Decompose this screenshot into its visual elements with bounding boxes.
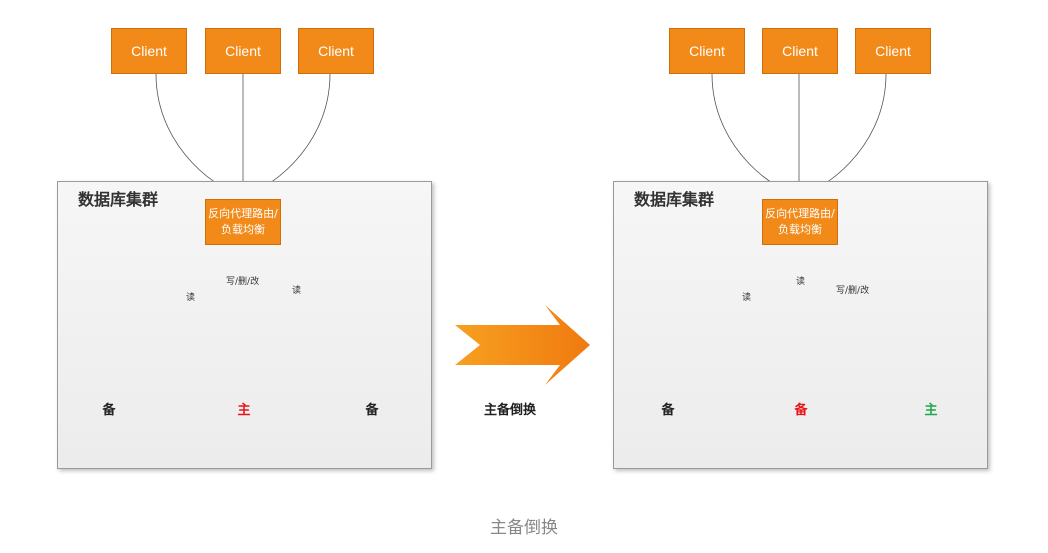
switch-arrow-icon <box>455 305 590 385</box>
edge-label-db1: 读 <box>186 293 196 303</box>
edge-label-db2: 写/删/改 <box>226 277 260 287</box>
cluster-label: 数据库集群 <box>634 190 715 209</box>
client-connector <box>798 73 887 195</box>
edge-label-db1: 读 <box>742 293 752 303</box>
edge-label-db3: 写/删/改 <box>836 286 870 296</box>
client-box: Client <box>669 28 745 74</box>
edge-label-db2: 读 <box>796 277 806 287</box>
edge-label-db3: 读 <box>292 286 302 296</box>
figure-caption: 主备倒换 <box>490 518 558 538</box>
client-box: Client <box>855 28 931 74</box>
client-connector <box>242 73 331 195</box>
client-box: Client <box>298 28 374 74</box>
db-role-label: 备 <box>661 403 675 418</box>
switch-label: 主备倒换 <box>484 403 537 418</box>
db-role-label: 主 <box>237 403 251 418</box>
db-role-label: 备 <box>102 403 116 418</box>
proxy-box: 反向代理路由/负载均衡 <box>205 199 281 245</box>
client-connector <box>155 73 244 195</box>
db-role-label: 备 <box>794 403 808 418</box>
client-box: Client <box>762 28 838 74</box>
client-box: Client <box>205 28 281 74</box>
client-connector <box>711 73 800 195</box>
db-role-label: 主 <box>924 403 938 418</box>
proxy-box: 反向代理路由/负载均衡 <box>762 199 838 245</box>
cluster-label: 数据库集群 <box>78 190 159 209</box>
db-role-label: 备 <box>365 403 379 418</box>
client-box: Client <box>111 28 187 74</box>
